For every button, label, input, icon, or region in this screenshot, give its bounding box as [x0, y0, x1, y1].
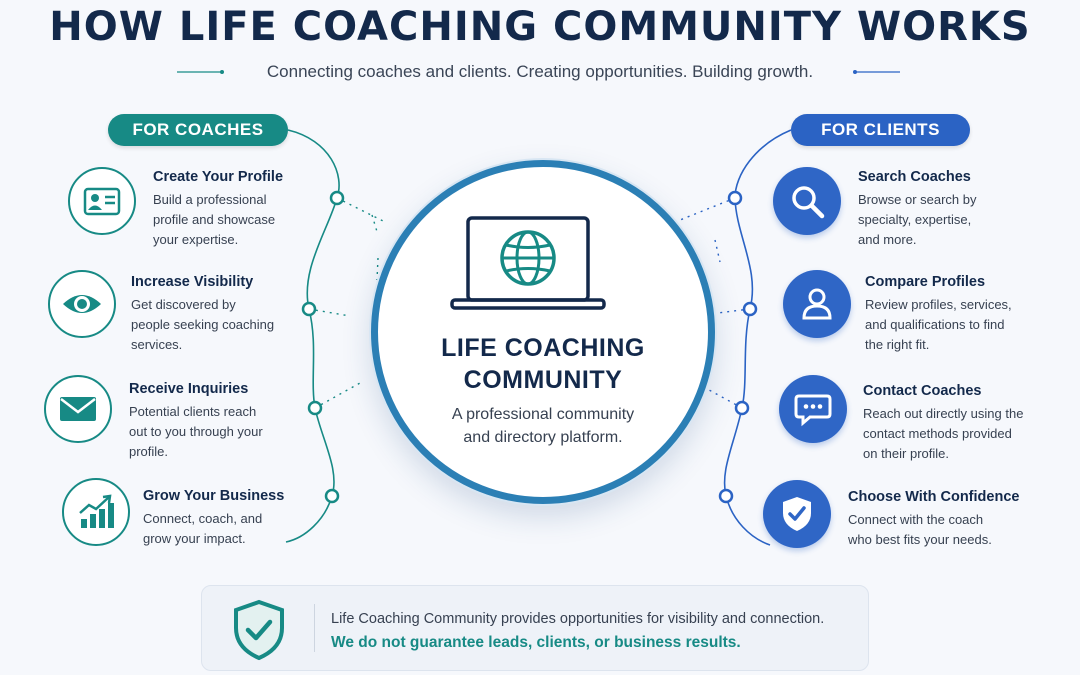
clients-item-title: Contact Coaches [863, 383, 982, 399]
search-icon [773, 167, 841, 235]
growth-chart-icon [62, 478, 130, 546]
clients-item-title: Choose With Confidence [848, 489, 1020, 505]
coaches-node-2 [301, 301, 317, 317]
coaches-item-title: Increase Visibility [131, 274, 254, 290]
disclaimer-box [201, 585, 869, 671]
coaches-node-4 [324, 488, 340, 504]
clients-node-4 [718, 488, 734, 504]
coaches-node-1 [329, 190, 345, 206]
eye-icon [48, 270, 116, 338]
coaches-node-3 [307, 400, 323, 416]
page-title: HOW LIFE COACHING COMMUNITY WORKS [49, 4, 1031, 50]
disclaimer-divider [314, 604, 315, 652]
coaches-item-title: Create Your Profile [153, 169, 284, 185]
envelope-icon [44, 375, 112, 443]
disclaimer-text: Life Coaching Community provides opportu… [331, 611, 825, 627]
user-icon [783, 270, 851, 338]
clients-node-3 [734, 400, 750, 416]
profile-card-icon [68, 167, 136, 235]
coaches-connector [285, 129, 340, 543]
coaches-item-title: Grow Your Business [143, 488, 285, 504]
laptop-globe-icon [450, 216, 606, 310]
shield-check-icon [234, 599, 284, 661]
disclaimer-warning: We do not guarantee leads, clients, or b… [331, 634, 741, 651]
for-clients-badge: FOR CLIENTS [791, 114, 970, 146]
clients-item-title: Compare Profiles [865, 274, 986, 290]
for-coaches-badge: FOR COACHES [108, 114, 288, 146]
page-subtitle: Connecting coaches and clients. Creating… [266, 62, 814, 81]
clients-item-title: Search Coaches [858, 169, 971, 185]
chat-bubble-icon [779, 375, 847, 443]
clients-item-desc: Review profiles, services,and qualificat… [865, 297, 1012, 352]
clients-node-1 [727, 190, 743, 206]
clients-node-2 [742, 301, 758, 317]
coaches-item-title: Receive Inquiries [129, 381, 249, 397]
shield-check-icon [763, 480, 831, 548]
